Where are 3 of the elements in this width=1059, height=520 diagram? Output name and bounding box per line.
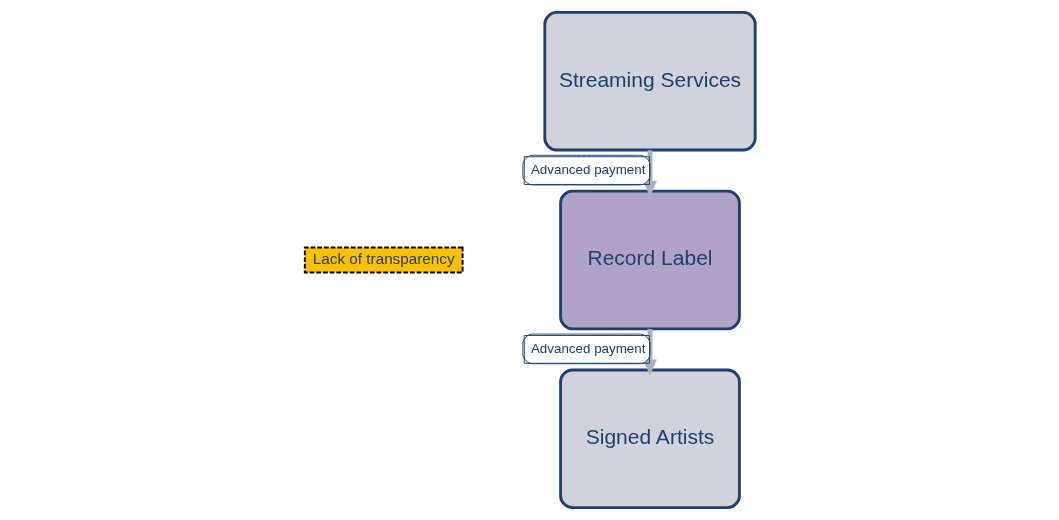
edge-label: Advanced payment	[530, 340, 645, 356]
label: Lack of transparency	[312, 249, 455, 267]
edge-label: Advanced payment	[530, 162, 645, 178]
